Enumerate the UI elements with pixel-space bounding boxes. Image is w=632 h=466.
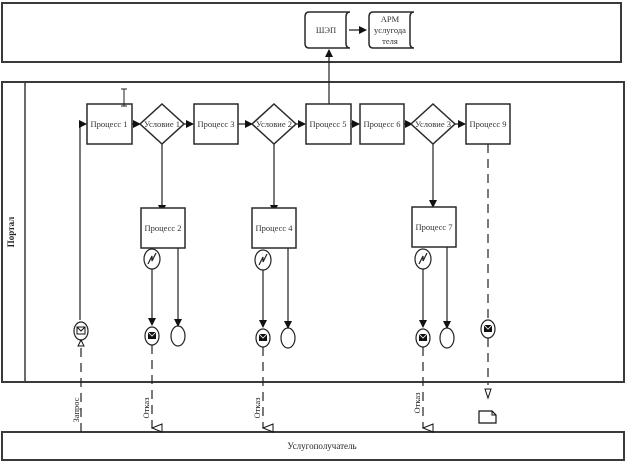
condition-3-label: Условие 3 [415,119,451,129]
envelope-icon [73,321,89,347]
lane-portal-label: Портал [6,217,16,248]
process-4-label: Процесс 4 [255,223,293,233]
circle-icon [170,325,186,347]
document-icon [478,410,497,424]
process-2-label: Процесс 2 [144,223,181,233]
lightning-icon [414,248,432,270]
storage-shep-label: ШЭП [316,25,336,35]
process-6-label: Процесс 6 [363,119,400,129]
flow-refusal-1-label: Отказ [141,397,151,419]
arm-label-line-3: теля [382,36,398,46]
process-7[interactable]: Процесс 7 [411,206,457,248]
process-4[interactable]: Процесс 4 [251,207,297,249]
envelope-icon [480,319,496,339]
lane-service-recipient-label: Услугополучатель [287,441,356,451]
workstation-arm[interactable]: АРМ услугода теля [368,11,415,49]
process-5[interactable]: Процесс 5 [305,103,352,145]
envelope-icon [415,328,431,348]
circle-icon [280,327,296,349]
process-9[interactable]: Процесс 9 [465,103,511,145]
envelope-icon [144,326,160,346]
process-6[interactable]: Процесс 6 [359,103,405,145]
process-3-label: Процесс 3 [197,119,234,129]
process-1-label: Процесс 1 [90,119,127,129]
text-cursor-icon [121,88,127,107]
lane-service-recipient: Услугополучатель [1,431,625,461]
circle-icon [439,327,455,349]
storage-shep[interactable]: ШЭП [304,11,351,49]
process-5-label: Процесс 5 [309,119,346,129]
process-9-label: Процесс 9 [469,119,506,129]
process-7-label: Процесс 7 [415,222,452,232]
flow-request-label: Запрос [71,397,81,422]
process-1[interactable]: Процесс 1 [86,103,133,145]
envelope-icon [255,328,271,348]
arrow-p9-result [484,388,492,400]
process-3[interactable]: Процесс 3 [193,103,239,145]
flow-refusal-2-label: Отказ [252,397,262,419]
flow-refusal-3-label: Отказ [412,392,422,414]
process-2[interactable]: Процесс 2 [140,207,186,249]
condition-1-label: Условие 1 [144,119,180,129]
arm-label-line-2: услугода [374,25,406,35]
arm-label-line-1: АРМ [381,14,400,24]
lightning-icon [254,249,272,271]
condition-2-label: Условие 2 [256,119,292,129]
arrow-request-to-p1 [79,120,87,320]
lightning-icon [143,248,161,270]
